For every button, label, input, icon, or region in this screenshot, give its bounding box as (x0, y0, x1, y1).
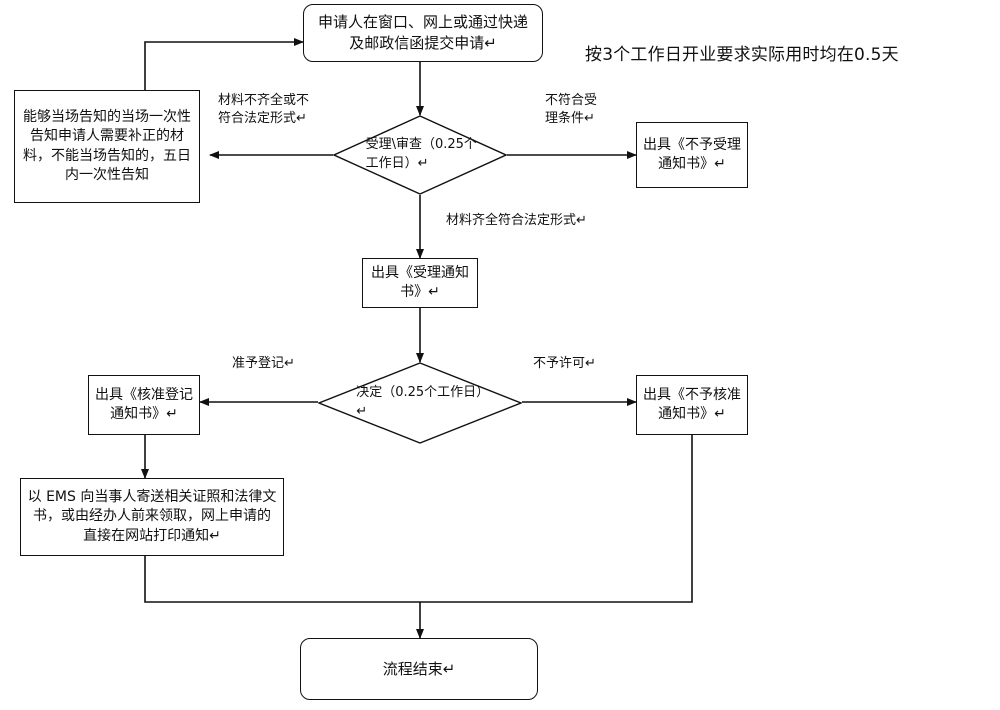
node-approve-notice-label: 出具《核准登记通知书》↵ (95, 386, 193, 422)
node-disapprove-notice-label: 出具《不予核准通知书》↵ (643, 386, 741, 422)
node-delivery[interactable]: 以 EMS 向当事人寄送相关证照和法律文书，或由经办人前来领取，网上申请的直接在… (20, 478, 284, 556)
edge-label-permit-denied: 不予许可↵ (533, 356, 596, 371)
node-reject-accept-notice[interactable]: 出具《不予受理通知书》↵ (636, 122, 748, 188)
node-accept-notice-label: 出具《受理通知书》↵ (371, 264, 469, 300)
node-reject-accept-notice-label: 出具《不予受理通知书》↵ (643, 136, 741, 172)
diamond-shape-decision (318, 362, 522, 444)
node-accept-review-label: 受理\审查（0.25个工作日）↵ (365, 137, 477, 171)
node-decision[interactable]: 决定（0.25个工作日）↵ (318, 362, 522, 444)
wire-delivery-to-bus (144, 556, 420, 603)
wire-disapprove-to-bus (420, 435, 693, 603)
edge-label-not-meet-conditions: 不符合受 理条件↵ (545, 93, 598, 127)
node-disapprove-notice[interactable]: 出具《不予核准通知书》↵ (636, 375, 748, 435)
node-accept-review[interactable]: 受理\审查（0.25个工作日）↵ (333, 115, 507, 195)
node-start-submit[interactable]: 申请人在窗口、网上或通过快递 及邮政信函提交申请↵ (303, 4, 543, 62)
node-approve-notice[interactable]: 出具《核准登记通知书》↵ (88, 375, 200, 435)
node-accept-notice[interactable]: 出具《受理通知书》↵ (362, 258, 478, 308)
node-inform-note[interactable]: 能够当场告知的当场一次性告知申请人需要补正的材料，不能当场告知的，五日内一次性告… (14, 90, 200, 203)
node-decision-label: 决定（0.25个工作日）↵ (356, 385, 490, 419)
edge-label-incomplete-materials: 材料不齐全或不 符合法定形式↵ (218, 93, 310, 127)
node-start-submit-label: 申请人在窗口、网上或通过快递 及邮政信函提交申请↵ (317, 13, 528, 52)
node-end-label: 流程结束↵ (382, 659, 456, 678)
node-delivery-label: 以 EMS 向当事人寄送相关证照和法律文书，或由经办人前来领取，网上申请的直接在… (27, 489, 277, 544)
edge-label-materials-complete: 材料齐全符合法定形式↵ (446, 213, 587, 228)
diamond-shape-review (333, 115, 507, 195)
edge-label-permit-granted: 准予登记↵ (232, 356, 295, 371)
node-end[interactable]: 流程结束↵ (300, 638, 538, 700)
wire-note-to-start (144, 38, 304, 90)
node-inform-note-label: 能够当场告知的当场一次性告知申请人需要补正的材料，不能当场告知的，五日内一次性告… (23, 108, 191, 183)
top-right-annotation: 按3个工作日开业要求实际用时均在0.5天 (585, 45, 899, 65)
